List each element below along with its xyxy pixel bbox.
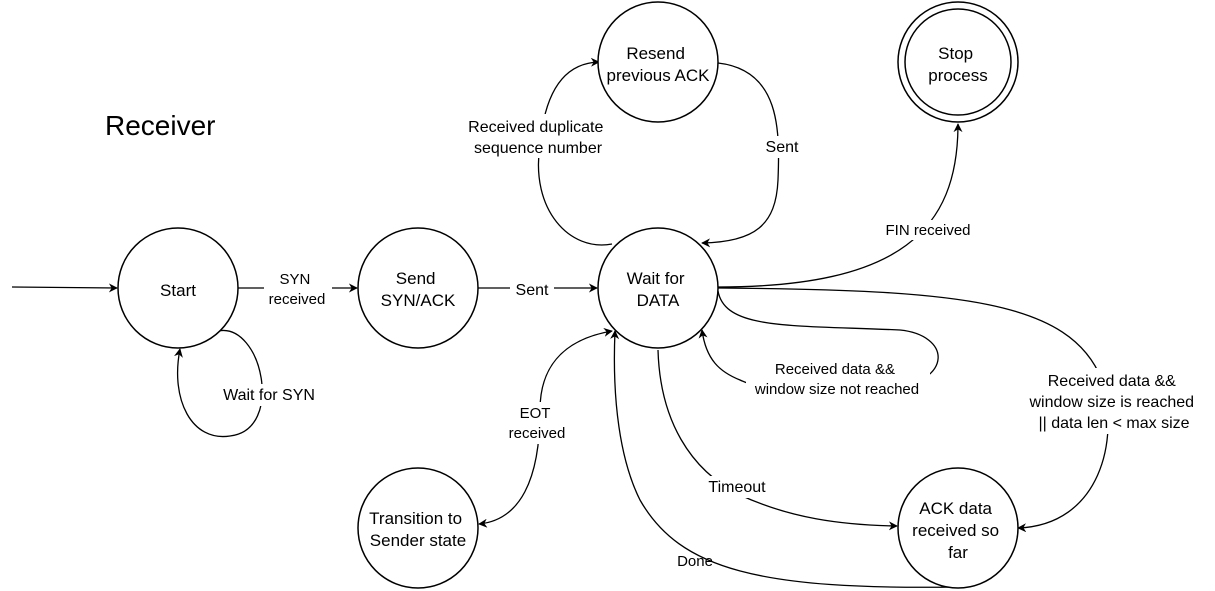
edge-wait-for-syn [174, 330, 263, 438]
label-duplicate-seq-2: sequence number [474, 140, 603, 157]
svg-text:Received data && window si: Received data && window size is reached … [1029, 373, 1199, 432]
state-transition-label-1: Transition to [369, 509, 462, 528]
state-start-label: Start [160, 281, 196, 300]
svg-text:Transition to Sender sta: Transition to Sender state [369, 509, 467, 550]
label-window-not-reached-1: Received data && [775, 361, 895, 378]
label-window-reached-1: Received data && [1048, 373, 1176, 390]
label-eot-received-1: EOT [520, 405, 551, 422]
state-send-synack-label-1: Send [396, 269, 436, 288]
svg-text:FIN received: FIN received [885, 222, 970, 239]
edge-window-reached [717, 287, 1109, 533]
svg-text:EOT received: EOT received [509, 405, 566, 442]
svg-text:Wait for DATA: Wait for DATA [627, 269, 690, 310]
label-sent-to-wait: Sent [516, 282, 549, 299]
svg-text:Send SYN/ACK: Send SYN/ACK [381, 269, 456, 310]
state-resend-ack: Resend previous ACK [597, 1, 719, 123]
label-syn-received-2: received [269, 291, 326, 308]
state-transition: Transition to Sender state [357, 467, 479, 589]
state-start: Start [117, 227, 239, 349]
svg-text:ACK data received so: ACK data received so far [912, 499, 1004, 562]
state-wait-data-label-2: DATA [637, 291, 680, 310]
state-resend-ack-label-2: previous ACK [607, 66, 711, 85]
svg-text:Wait for SYN: Wait for SYN [223, 387, 315, 404]
state-start-circle [117, 227, 239, 349]
svg-text:Stop process: Stop process [928, 44, 988, 85]
edge-done [610, 330, 959, 588]
svg-text:Received duplicate sequenc: Received duplicate sequence number [468, 119, 608, 157]
label-syn-received-1: SYN [279, 271, 310, 288]
state-ack-data-circle [897, 467, 1019, 589]
label-timeout: Timeout [708, 479, 766, 496]
state-ack-data-label-3: far [948, 543, 968, 562]
state-resend-ack-label-1: Resend [626, 44, 685, 63]
state-stop: Stop process [897, 1, 1019, 123]
state-wait-data-circle [597, 227, 719, 349]
state-resend-ack-circle [597, 1, 719, 123]
state-wait-data-label-1: Wait for [627, 269, 685, 288]
state-stop-label-1: Stop [938, 44, 973, 63]
svg-text:SYN received: SYN received [269, 271, 326, 308]
label-window-not-reached-2: window size not reached [754, 381, 919, 398]
initial-arrow [11, 283, 118, 293]
label-eot-received-2: received [509, 425, 566, 442]
state-wait-data: Wait for DATA [597, 227, 719, 349]
state-send-synack: Send SYN/ACK [357, 227, 479, 349]
label-fin-received: FIN received [885, 222, 970, 239]
label-done: Done [677, 553, 713, 570]
state-send-synack-label-2: SYN/ACK [381, 291, 456, 310]
svg-text:Received data && window si: Received data && window size not reached [754, 361, 919, 398]
svg-text:Timeout: Timeout [708, 479, 766, 496]
state-ack-data-label-1: ACK data [919, 499, 992, 518]
state-send-synack-circle [357, 227, 479, 349]
state-stop-label-2: process [928, 66, 988, 85]
svg-text:Resend previous ACK: Resend previous ACK [607, 44, 711, 85]
state-stop-inner-circle [904, 8, 1012, 116]
edge-sent-resend [701, 62, 780, 248]
label-window-reached-3: || data len < max size [1038, 415, 1189, 432]
label-sent-resend: Sent [766, 139, 799, 156]
svg-text:Sent: Sent [516, 282, 549, 299]
state-ack-data: ACK data received so far [897, 467, 1019, 589]
state-transition-label-2: Sender state [370, 531, 466, 550]
svg-text:Sent: Sent [766, 139, 799, 156]
edge-fin-received [717, 123, 963, 288]
state-ack-data-label-2: received so [912, 521, 999, 540]
label-wait-for-syn: Wait for SYN [223, 387, 315, 404]
label-duplicate-seq-1: Received duplicate [468, 119, 603, 136]
svg-text:Start: Start [160, 281, 196, 300]
state-transition-circle [357, 467, 479, 589]
label-window-reached-2: window size is reached [1029, 394, 1195, 411]
diagram-title: Receiver [105, 110, 215, 141]
svg-text:Done: Done [677, 553, 713, 570]
